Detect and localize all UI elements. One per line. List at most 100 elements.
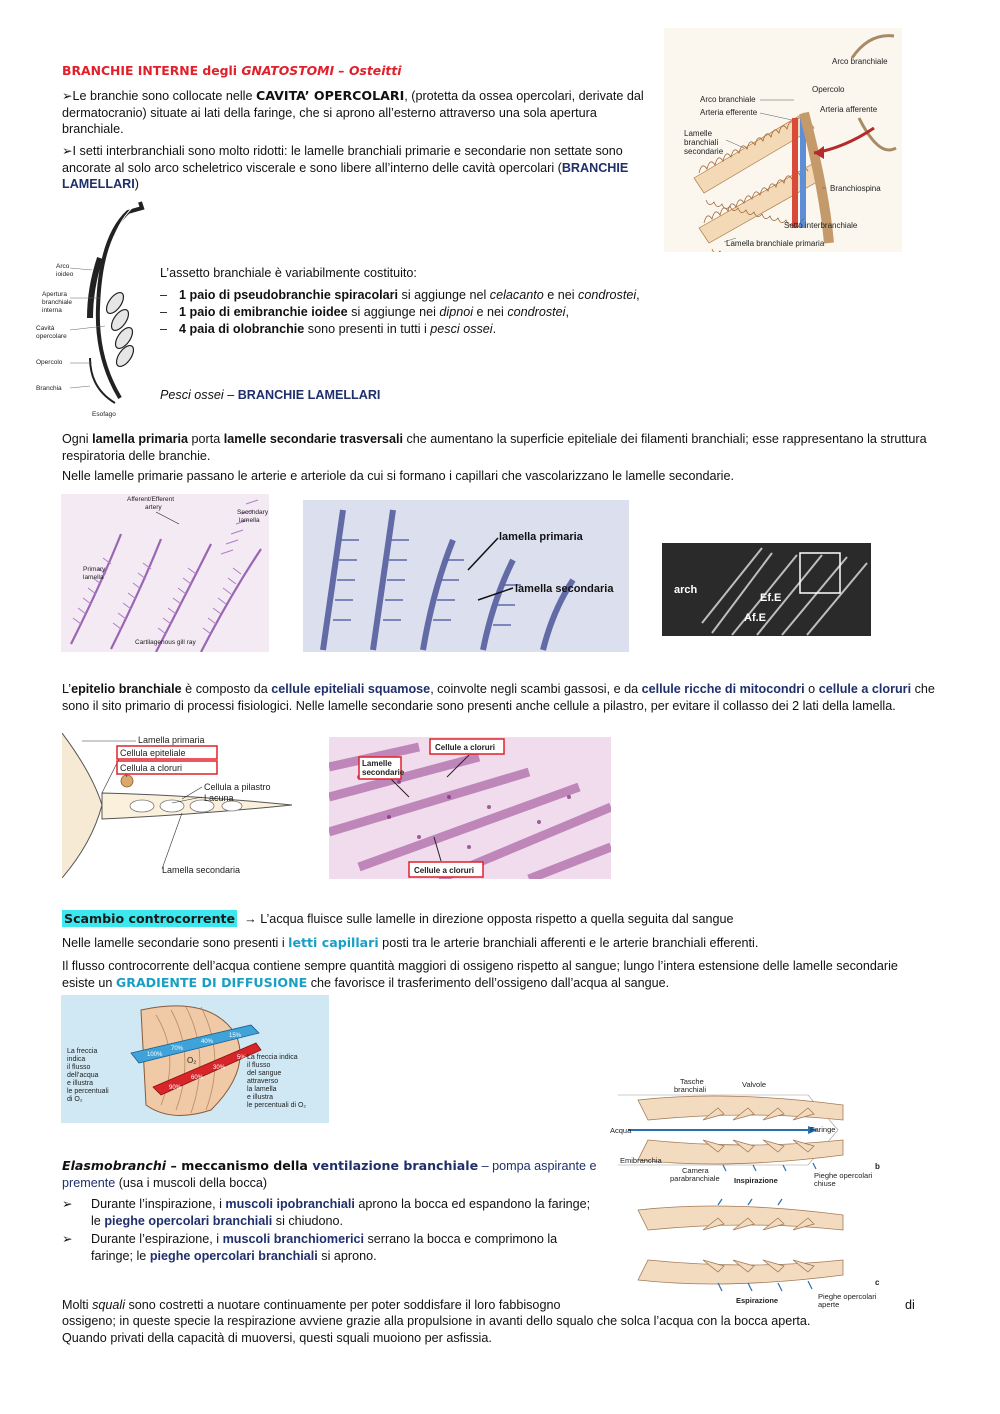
- term: lamella primaria: [92, 432, 189, 446]
- text: che favorisce il trasferimento dell’ossi…: [307, 975, 670, 990]
- label-cellula-cloruri: Cellula a cloruri: [120, 763, 182, 773]
- label-afe: Af.E: [744, 612, 766, 624]
- text: ,: [636, 288, 640, 302]
- paragraph-squali-di: di: [905, 1298, 915, 1312]
- term: lamelle secondarie trasversali: [223, 432, 403, 446]
- text-italic: condrostei: [578, 288, 637, 302]
- counter-left-3: il flusso: [67, 1064, 90, 1071]
- label-cellula-epiteliale: Cellula epiteliale: [120, 748, 186, 758]
- paragraph-epitelio: L’epitelio branchiale è composto da cell…: [62, 681, 947, 714]
- countercurrent-drawing: La freccia indica il flusso dell’acqua e…: [67, 1005, 306, 1116]
- label-lamella-primaria-m: lamella primaria: [499, 531, 584, 543]
- term-cellule-mitocondri: cellule ricche di mitocondri: [641, 682, 805, 696]
- text: sono costretti a nuotare continuamente p…: [125, 1298, 561, 1312]
- o2-label: O₂: [187, 1056, 196, 1065]
- text-italic: condrostei: [507, 305, 566, 319]
- label-aperte: aperte: [818, 1300, 839, 1309]
- label-arteria-efferente: Arteria efferente: [700, 108, 758, 117]
- label-opercolare: opercolare: [36, 333, 67, 340]
- list-item: –4 paia di olobranchie sono presenti in …: [160, 321, 690, 338]
- list-bold: 1 paio di pseudobranchie spiracolari: [179, 288, 399, 302]
- counter-left-2: indica: [67, 1056, 85, 1063]
- term: epitelio branchiale: [71, 682, 182, 696]
- paragraph-squali-line1: Molti squali sono costretti a nuotare co…: [62, 1297, 622, 1314]
- water-pct-2: 70%: [171, 1046, 184, 1052]
- term-cavita-opercolari: CAVITA’ OPERCOLARI: [256, 88, 405, 103]
- water-pct-1: 100%: [147, 1052, 163, 1058]
- text-italic: pesci ossei: [430, 322, 493, 336]
- figure-histology: Cellule a cloruri Lamelle secondarie Cel…: [329, 737, 611, 879]
- text: Ogni: [62, 432, 93, 446]
- title-part: BRANCHIE INTERNE degli: [62, 63, 242, 78]
- label-cellule-cloruri-bottom: Cellule a cloruri: [414, 866, 474, 875]
- label-ioideo: ioideo: [56, 271, 74, 278]
- counter-right-6: e illustra: [247, 1094, 273, 1101]
- counter-left-4: dell’acqua: [67, 1072, 99, 1079]
- pesci-ossei-subtitle: Pesci ossei – BRANCHIE LAMELLARI: [160, 387, 380, 404]
- text: è composto da: [181, 682, 272, 696]
- text: ): [134, 177, 139, 192]
- list-item: –1 paio di emibranchie ioidee si aggiung…: [160, 304, 690, 321]
- term-pieghe-opercolari: pieghe opercolari branchiali: [104, 1213, 273, 1228]
- counter-right-4: attraverso: [247, 1078, 278, 1085]
- label-faringe: Faringe: [810, 1125, 835, 1134]
- term-letti-capillari: letti capillari: [288, 935, 379, 950]
- assetto-intro: L’assetto branchiale è variabilmente cos…: [160, 266, 417, 280]
- gill-arch-drawing: Arco branchiale Opercolo Arco branchiale…: [684, 34, 897, 252]
- counter-right-7: le percentuali di O₂: [247, 1102, 306, 1109]
- text: ,: [565, 305, 569, 319]
- counter-left-1: La freccia: [67, 1048, 97, 1055]
- paragraph-cavita: ➢Le branchie sono collocate nelle CAVITA…: [62, 88, 657, 138]
- text: e nei: [473, 305, 508, 319]
- list-item: –1 paio di pseudobranchie spiracolari si…: [160, 287, 690, 304]
- term-branchie-lamellari: BRANCHIE LAMELLARI: [62, 160, 629, 192]
- label-arco-branchiale-top: Arco branchiale: [832, 57, 888, 66]
- counter-right-3: del sangue: [247, 1070, 281, 1077]
- list-dash: –: [160, 305, 168, 319]
- text-italic: dipnoi: [439, 305, 474, 319]
- elasmo-title: Elasmobranchi – meccanismo della ventila…: [62, 1158, 602, 1191]
- text: che sono il sito primario di processi fi…: [62, 682, 935, 713]
- text-italic: celacanto: [489, 288, 544, 302]
- text: Durante l’inspirazione, i: [91, 1197, 226, 1211]
- label-panel-b: b: [875, 1162, 880, 1171]
- paragraph-arterie: Nelle lamelle primarie passano le arteri…: [62, 469, 734, 483]
- paragraph-setti: ➢I setti interbranchiali sono molto rido…: [62, 143, 652, 193]
- title-elasmobranchi: Elasmobranchi: [62, 1158, 167, 1173]
- label-secondarie-h: secondarie: [362, 768, 405, 777]
- label-inspirazione: Inspirazione: [734, 1176, 778, 1185]
- elasmo-bullet-2: ➢Durante l’espirazione, i muscoli branch…: [62, 1231, 592, 1264]
- text: aprono la bocca ed espandono la faringe;…: [91, 1197, 591, 1228]
- text: si chiudono.: [272, 1213, 343, 1228]
- counter-right-1: La freccia indica: [247, 1054, 298, 1061]
- label-branchiale: branchiale: [42, 299, 72, 306]
- text: porta: [188, 432, 224, 446]
- label-branchia: Branchia: [36, 385, 62, 392]
- label-branchiospina: Branchiospina: [830, 184, 881, 193]
- counter-left-5: e illustra: [67, 1080, 93, 1087]
- histology-drawing: Cellule a cloruri Lamelle secondarie Cel…: [329, 738, 611, 879]
- text-italic: Pesci ossei –: [160, 388, 238, 402]
- figure-head-section: Arco ioideo Apertura branchiale interna …: [30, 198, 155, 420]
- label-esofago: Esofago: [92, 411, 116, 418]
- label-opercolo: Opercolo: [812, 85, 845, 94]
- figure-countercurrent: La freccia indica il flusso dell’acqua e…: [61, 995, 329, 1123]
- label-lamella-primaria-d: Lamella primaria: [138, 735, 205, 745]
- figure-elasmo-ventilation: Tasche branchiali Valvole Acqua Faringe …: [608, 1075, 903, 1315]
- text: che aumentano la superficie epiteliale d…: [62, 432, 927, 463]
- label-arch: arch: [674, 584, 698, 596]
- label-branchiali-e: branchiali: [674, 1085, 706, 1094]
- figure-lamella-diagram: Lamella primaria Cellula epiteliale Cell…: [62, 733, 309, 878]
- term-cellule-squamose: cellule epiteliali squamose: [271, 682, 431, 696]
- label-acqua: Acqua: [610, 1126, 632, 1135]
- micrograph-2-drawing: lamella primaria lamella secondaria: [320, 509, 614, 651]
- label-cavita: Cavità: [36, 325, 55, 332]
- text: .: [492, 322, 497, 336]
- term-ventilazione: ventilazione branchiale: [312, 1158, 479, 1173]
- term-branchie-lamellari: BRANCHIE LAMELLARI: [237, 388, 381, 402]
- text-italic: squali: [92, 1298, 125, 1312]
- label-arco: Arco: [56, 263, 70, 270]
- text-pompa: – pompa aspirante e premente: [62, 1159, 597, 1190]
- text: Il flusso controcorrente dell’acqua cont…: [62, 959, 898, 990]
- label-artery: artery: [145, 504, 162, 511]
